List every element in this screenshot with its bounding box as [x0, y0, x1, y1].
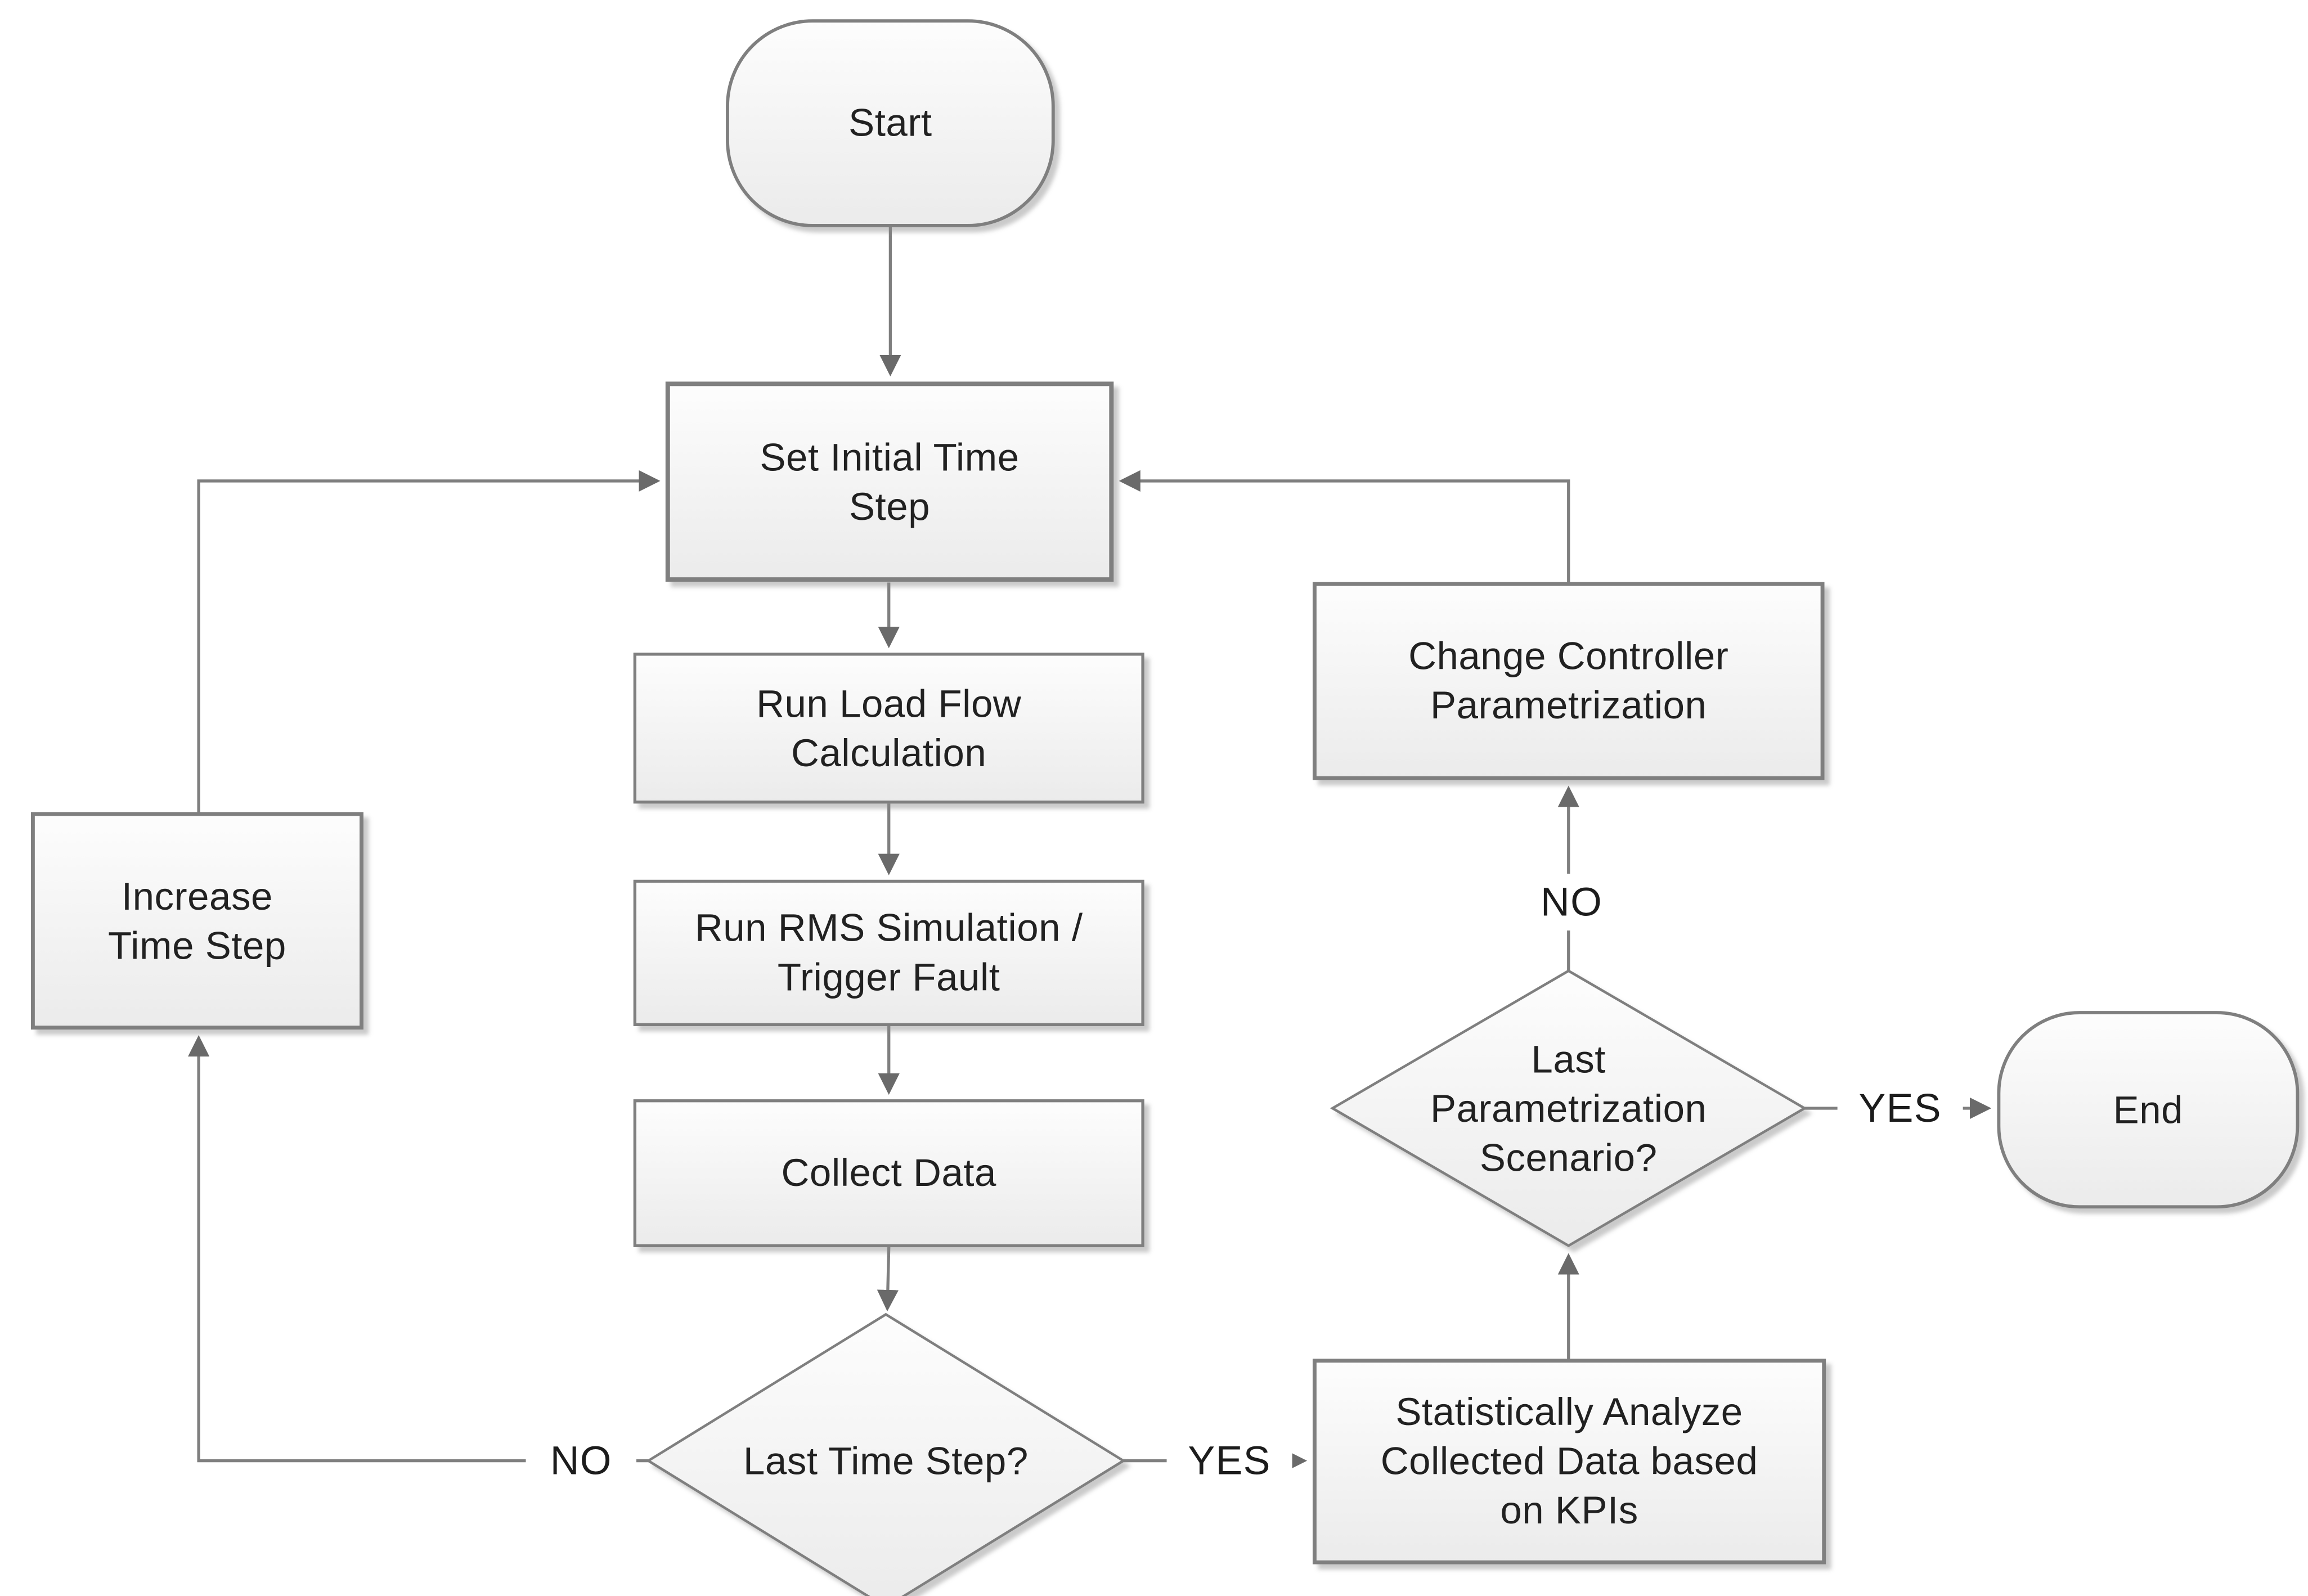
end-terminator-shape	[1997, 1011, 2300, 1209]
last-time-step-decision-shape	[645, 1312, 1126, 1596]
edge-collect-to-last-time-step	[877, 1247, 899, 1312]
edge-no-to-increase-time-step	[187, 1035, 649, 1463]
statistically-analyze-label: Statistically Analyze Collected Data bas…	[1380, 1389, 1758, 1533]
increase-time-step-shape	[30, 812, 363, 1030]
edge-label-no-last-time-step: NO	[526, 1432, 637, 1490]
run-load-flow-label: Run Load Flow Calculation	[756, 680, 1022, 775]
end-node-label: End	[2113, 1086, 2184, 1132]
statistically-analyze-shape	[1312, 1359, 1826, 1564]
increase-time-step-label: Increase Time Step	[108, 873, 286, 968]
change-controller-shape	[1312, 582, 1825, 780]
collect-data-shape	[633, 1099, 1144, 1247]
edge-label-yes-last-time-step: YES	[1166, 1432, 1292, 1490]
set-initial-time-step-label: Set Initial Time Step	[760, 434, 1020, 528]
set-initial-time-step-shape	[665, 381, 1114, 582]
start-node-label: Start	[848, 100, 932, 145]
last-parametrization-label: Last Parametrization Scenario?	[1430, 1036, 1707, 1180]
last-parametrization-decision-shape	[1330, 969, 1807, 1247]
edge-increase-to-set-initial	[197, 470, 661, 814]
change-controller-label: Change Controller Parametrization	[1408, 633, 1729, 727]
edge-label-yes-last-parametrization: YES	[1837, 1080, 1963, 1137]
edge-label-no-last-parametrization: NO	[1516, 874, 1627, 931]
start-terminator-shape	[726, 19, 1055, 227]
last-time-step-label: Last Time Step?	[743, 1437, 1029, 1483]
run-rms-simulation-label: Run RMS Simulation / Trigger Fault	[694, 905, 1083, 1000]
run-load-flow-shape	[633, 653, 1144, 804]
collect-data-label: Collect Data	[781, 1150, 996, 1195]
edge-change-controller-to-set-initial	[1119, 470, 1570, 585]
run-rms-simulation-shape	[633, 879, 1144, 1026]
